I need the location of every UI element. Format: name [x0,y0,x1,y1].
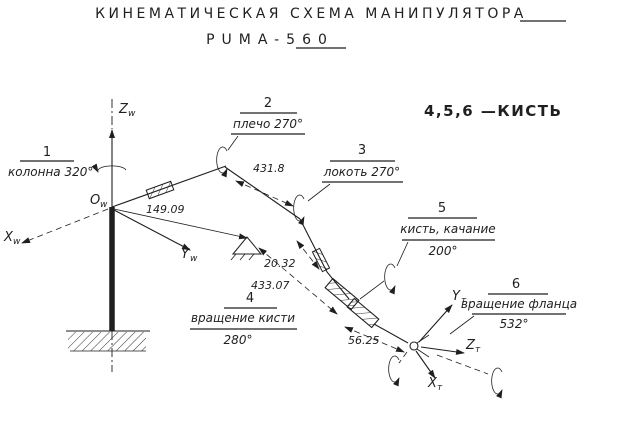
zt-axis [420,346,465,355]
link-block-forearm [311,247,331,273]
yw-axis [113,209,191,251]
zt-label: Z [465,338,476,353]
joint4-name: вращение кисти [191,311,295,325]
wrist-block-2 [346,297,380,329]
zw-label: Z [118,102,129,117]
ow-sub: w [100,200,108,210]
zw-sub: w [128,109,136,119]
dimension-labels: 431.8 149.09 20.32 433.07 56.25 [146,162,380,347]
joint6-rotation-arrow [491,367,503,399]
yt-sub: т [461,296,467,306]
joint4-angle: 280° [224,333,253,347]
world-frame [21,99,248,372]
joint3-name: локоть 270° [323,165,400,179]
joint5-leader [396,241,409,267]
joint4-axis-line [359,280,385,300]
joint-label-1: 1 колонна 320° [8,145,93,179]
xt-label: X [427,376,438,391]
joint4-number: 4 [246,291,254,306]
yw-label: Y [181,247,190,262]
xw-axis [21,208,109,244]
joint6-axis-dash [436,354,489,375]
link-block-shoulder [145,180,175,200]
joint1-number: 1 [43,145,51,160]
title-line1: КИНЕМАТИЧЕСКАЯ СХЕМА МАНИПУЛЯТОРА [95,6,527,22]
joint5-name: кисть, качание [400,222,495,236]
ow-label: O [90,193,100,208]
joint2-number: 2 [264,96,272,111]
dimension-lines [235,180,405,353]
dim-line-d6 [344,326,405,353]
joint-label-2: 2 плечо 270° [227,96,305,151]
dim-a3: 20.32 [264,257,296,270]
dim-d4: 433.07 [251,279,290,292]
joint-label-3: 3 локоть 270° [307,143,403,202]
dim-line-a2 [235,180,294,207]
joint6-name: вращение фланца [461,297,577,311]
support-triangle [231,236,263,255]
joint2-rotation-arrow [216,146,228,178]
joint-label-6: 6 вращение фланца 532° [449,277,577,335]
yt-axis [418,304,453,343]
joint5-number: 5 [438,201,446,216]
support-hatch-1 [230,253,237,261]
joint6-leader [449,315,475,335]
joint5-rotation-arrow [388,355,400,387]
dim-d3: 149.09 [146,203,185,216]
xw-label: X [3,230,14,245]
support-hatch-3 [248,253,255,261]
title-block: КИНЕМАТИЧЕСКАЯ СХЕМА МАНИПУЛЯТОРА PUMA-5… [95,6,566,49]
title-line2: PUMA-560 [206,32,334,48]
joint2-name: плечо 270° [233,117,303,131]
joint6-angle: 532° [500,317,529,331]
joint2-leader [227,135,239,151]
joint1-rotation-arrow [91,163,127,173]
wrist-note: 4,5,6 —КИСТЬ [424,102,562,120]
dim-line-a3 [296,240,320,270]
support-hatch-2 [239,253,246,261]
xt-sub: т [437,383,443,393]
dim-line-d4 [258,247,338,315]
joint3-number: 3 [358,143,366,158]
joint1-name: колонна 320° [8,165,93,179]
dim-d6: 56.25 [348,334,380,347]
dim-a2: 431.8 [253,162,285,175]
joint5-axis-dash [398,351,408,364]
joint6-number: 6 [512,277,520,292]
joint5-angle: 200° [429,244,458,258]
joint3-rotation-arrow [293,194,305,226]
xw-sub: w [13,237,21,247]
joint3-leader [307,183,331,202]
axis-labels: Z w O w X w Y w Y т Z т X т [3,102,481,393]
tool-frame [388,304,503,399]
tool-point [409,341,419,351]
joint-label-4: 4 вращение кисти 280° [190,291,297,347]
yw-sub: w [190,254,198,264]
joint4-rotation-arrow [384,263,396,295]
ground-hatch [68,332,146,351]
d3-offset-line [113,208,248,240]
zt-sub: т [475,345,481,355]
gripper-finger-bottom [416,348,430,358]
xt-axis [415,350,436,379]
yt-label: Y [452,289,461,304]
joint-label-5: 5 кисть, качание 200° [396,201,496,267]
